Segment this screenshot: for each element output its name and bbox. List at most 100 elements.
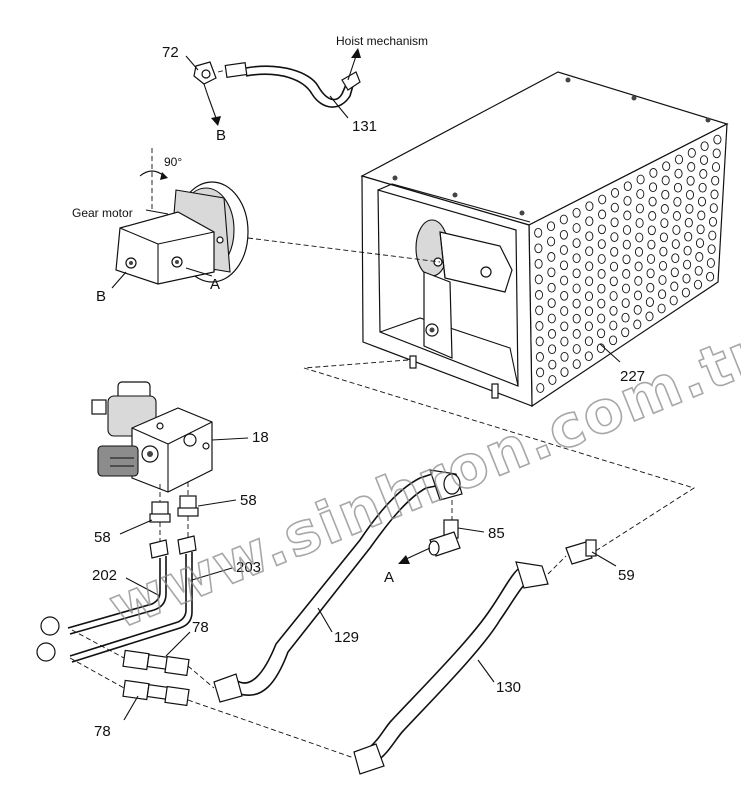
vent-hole	[597, 328, 606, 339]
vent-hole	[674, 154, 684, 165]
vent-hole	[647, 239, 656, 250]
vent-hole	[621, 298, 630, 308]
vent-hole	[560, 367, 569, 377]
hose-129	[213, 469, 463, 703]
vent-hole	[682, 273, 691, 284]
vent-hole	[712, 148, 721, 159]
vent-hole	[696, 224, 705, 235]
vent-hole	[659, 232, 668, 243]
vent-hole	[633, 290, 643, 301]
vent-hole	[700, 141, 709, 152]
connectors-78	[122, 649, 190, 707]
vent-hole	[694, 265, 703, 276]
vent-hole	[572, 359, 581, 369]
hose-131-assembly	[193, 61, 361, 108]
vent-hole	[597, 298, 606, 309]
label-78-bottom: 78	[94, 723, 111, 740]
fitting-59	[565, 539, 597, 565]
vent-hole	[559, 260, 569, 271]
valve-block-18	[91, 381, 213, 493]
vent-hole	[636, 189, 645, 199]
vent-hole	[646, 268, 655, 279]
vent-hole	[687, 162, 696, 172]
vent-hole	[547, 282, 556, 293]
vent-hole	[534, 290, 544, 300]
vent-hole	[560, 321, 569, 332]
label-129: 129	[334, 629, 359, 646]
vent-hole	[622, 239, 631, 250]
vent-hole	[597, 283, 606, 294]
vent-hole	[547, 236, 556, 247]
vent-hole	[657, 303, 666, 314]
vent-hole	[535, 336, 544, 347]
vent-hole	[597, 224, 606, 235]
vent-hole	[560, 306, 569, 316]
label-131: 131	[352, 118, 377, 135]
vent-hole	[610, 246, 619, 257]
label-18: 18	[252, 429, 269, 446]
vent-hole	[534, 227, 543, 238]
label-203: 203	[236, 559, 261, 576]
label-72: 72	[162, 44, 179, 61]
vent-hole	[621, 283, 631, 294]
vent-hole	[548, 359, 557, 370]
vent-hole	[710, 189, 719, 200]
vent-hole	[597, 269, 606, 279]
vent-hole	[708, 216, 718, 227]
vent-hole	[560, 336, 569, 347]
label-227: 227	[620, 368, 645, 385]
vent-hole	[706, 271, 715, 282]
vent-hole	[658, 289, 667, 300]
vent-hole	[672, 225, 681, 235]
vent-hole	[671, 239, 680, 249]
vent-hole	[598, 209, 607, 220]
vent-hole	[662, 161, 671, 172]
vent-hole	[534, 258, 543, 269]
vent-hole	[708, 230, 717, 241]
watermark: www.sinhron.com.tr	[100, 318, 741, 642]
vent-hole	[635, 232, 644, 243]
vent-hole	[684, 217, 693, 228]
vent-hole	[585, 261, 594, 272]
label-59: 59	[618, 567, 635, 584]
vent-hole	[535, 305, 544, 316]
vent-hole	[572, 283, 581, 294]
vent-hole	[572, 207, 581, 218]
vent-hole	[713, 134, 722, 145]
vent-hole	[673, 196, 682, 207]
vent-hole	[572, 223, 581, 233]
gear-motor	[115, 148, 249, 285]
vent-hole	[671, 253, 680, 264]
vent-hole	[706, 258, 715, 268]
vent-hole	[584, 321, 593, 332]
vent-hole	[622, 269, 631, 279]
vent-hole	[585, 231, 594, 242]
vent-hole	[635, 203, 644, 214]
vent-hole	[698, 182, 707, 193]
label-b-motor: B	[96, 288, 106, 305]
vent-hole	[645, 311, 654, 322]
vent-hole	[597, 239, 606, 249]
vent-hole	[536, 367, 545, 378]
vent-hole	[646, 254, 656, 264]
vent-hole	[572, 313, 581, 324]
vent-hole	[559, 245, 568, 255]
vent-hole	[622, 254, 631, 265]
vent-hole	[711, 162, 721, 172]
vent-hole	[572, 329, 581, 339]
vent-hole	[699, 155, 709, 165]
vent-hole	[584, 306, 594, 317]
vent-hole	[547, 252, 556, 262]
routing-lines	[69, 237, 696, 759]
vent-hole	[687, 148, 696, 158]
vent-hole	[621, 327, 630, 338]
label-85: 85	[488, 525, 505, 542]
vent-hole	[660, 204, 669, 214]
vent-hole	[572, 298, 581, 309]
vent-hole	[648, 196, 657, 207]
vent-hole	[534, 274, 543, 285]
vent-hole	[622, 225, 632, 235]
vent-hole	[685, 203, 694, 214]
vent-hole	[634, 261, 643, 272]
